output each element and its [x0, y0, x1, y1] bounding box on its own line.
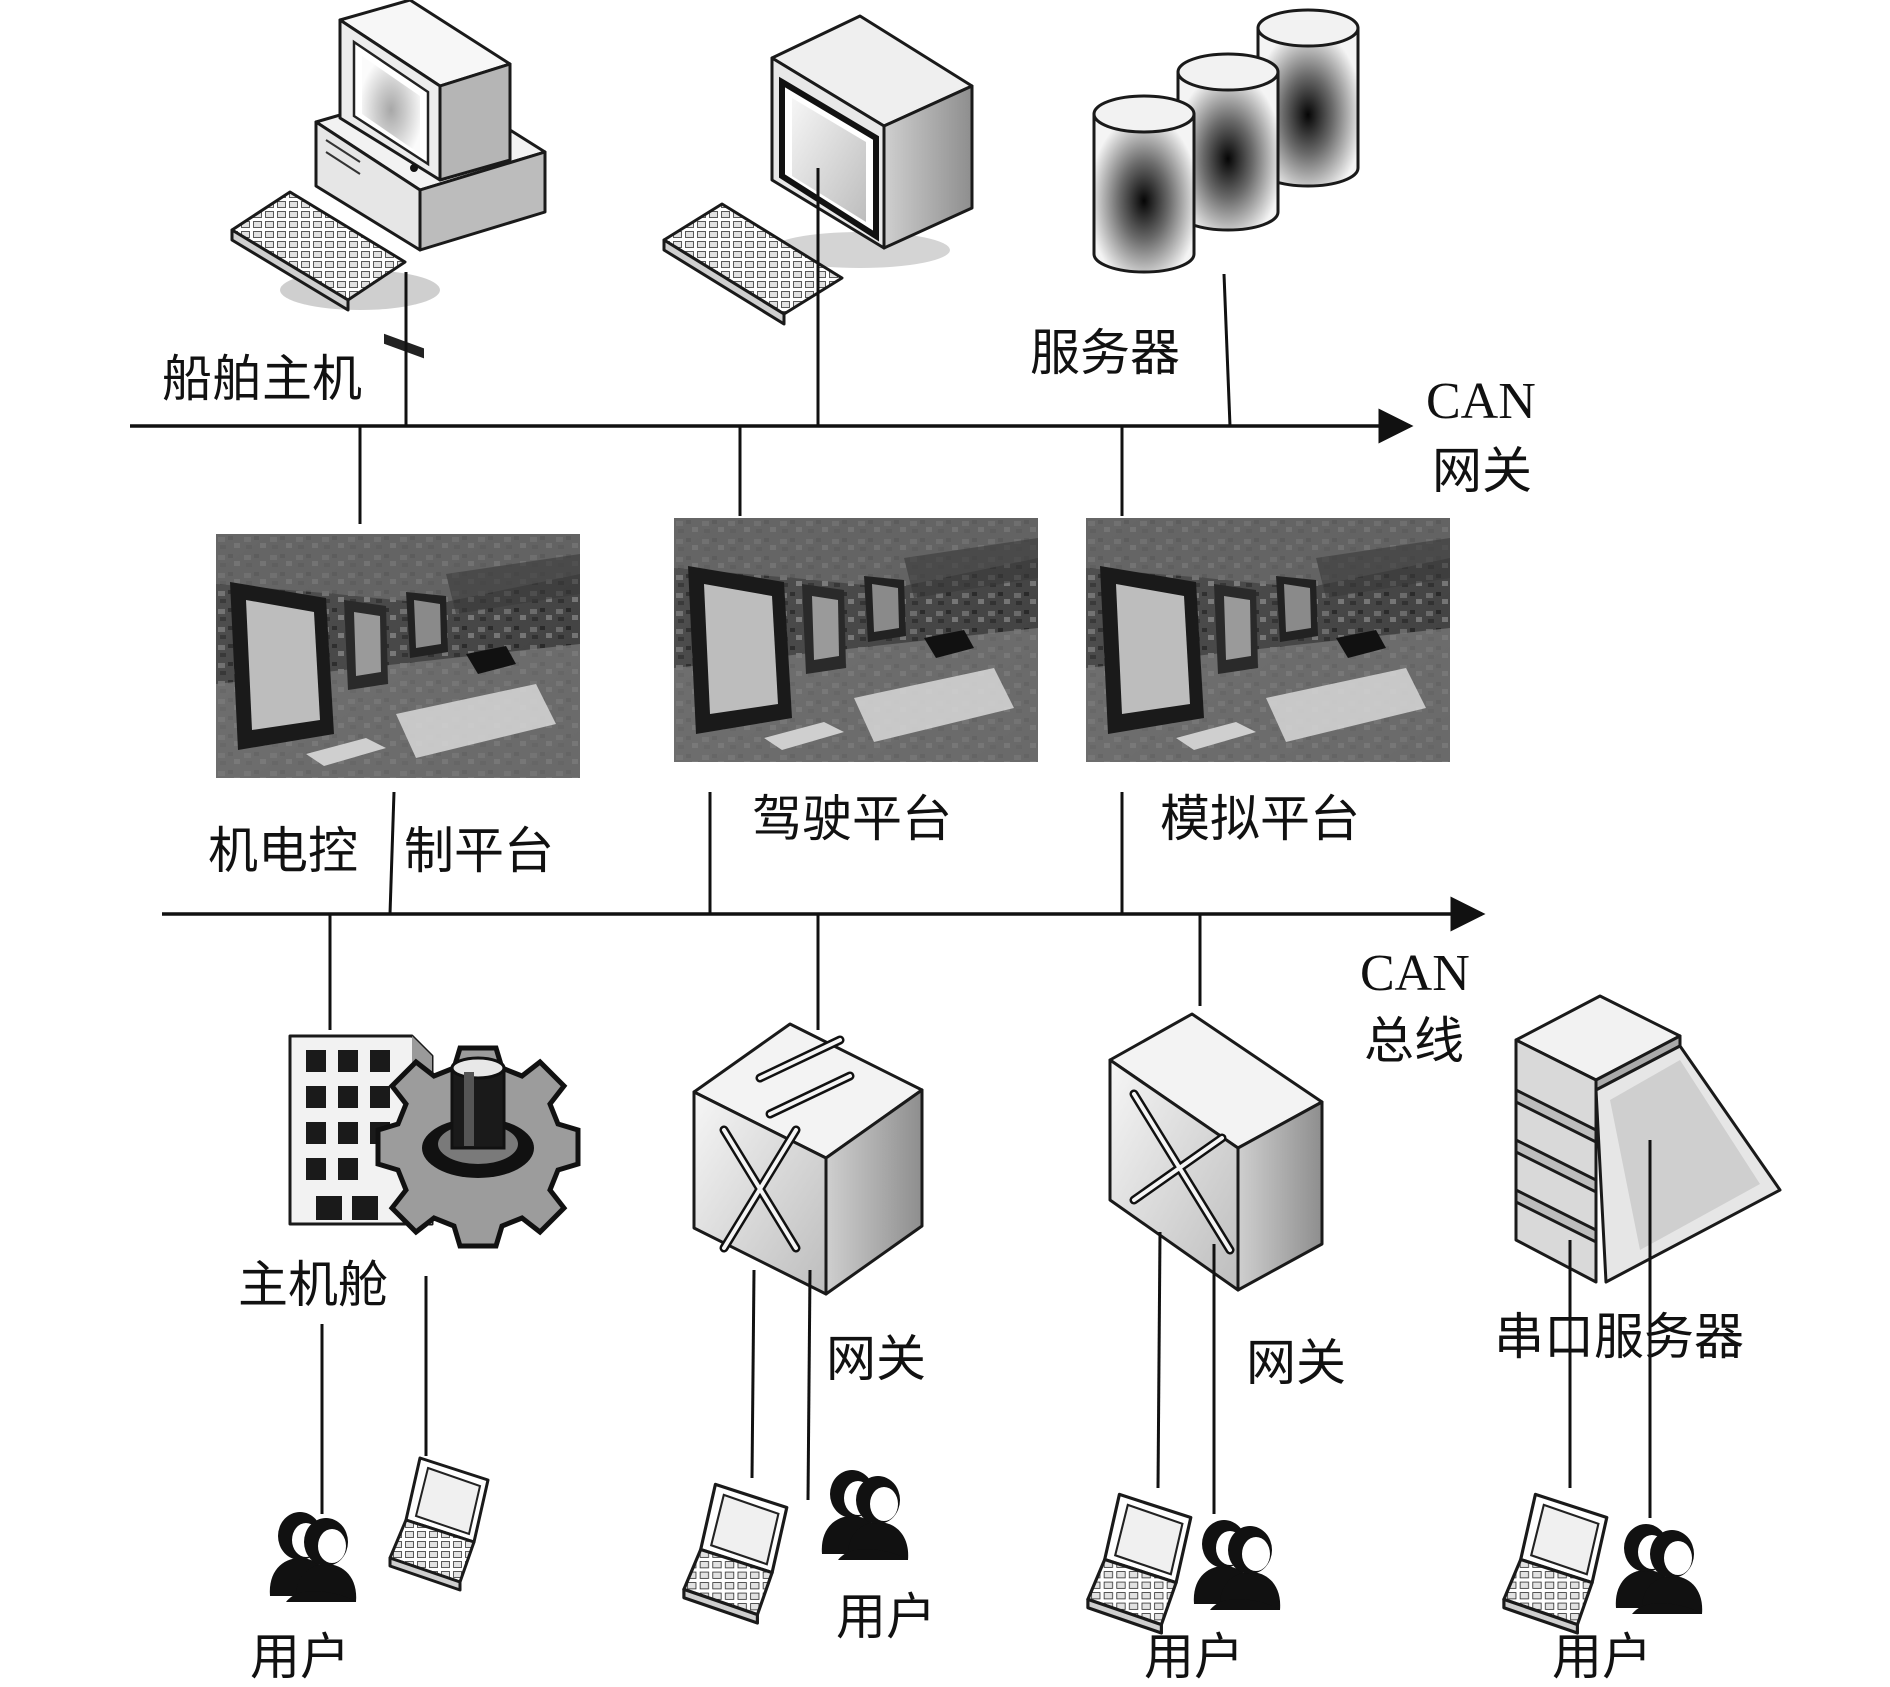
user-pair-icon	[1193, 1520, 1281, 1610]
user-1-label: 用户	[250, 1628, 350, 1686]
user-2-label: 用户	[836, 1588, 936, 1646]
laptop-icon	[1502, 1492, 1609, 1635]
gateway-2-label: 网关	[1246, 1334, 1346, 1392]
control-room-photo-electromechanical	[216, 534, 580, 778]
building-gear-icon	[288, 1034, 581, 1249]
user-4-label: 用户	[1552, 1628, 1652, 1686]
gateway-1-label: 网关	[826, 1330, 926, 1388]
engine-room-label: 主机舱	[238, 1256, 388, 1314]
network-switch-icon	[692, 1022, 924, 1296]
can-gateway-word-label: 网关	[1432, 442, 1532, 500]
user-pair-icon	[821, 1470, 909, 1560]
control-room-photo-simulation	[1086, 518, 1450, 762]
top-wires	[358, 168, 1232, 524]
user-pair-icon	[269, 1512, 357, 1602]
laptop-icon	[388, 1456, 490, 1592]
monitor-workstation-icon	[662, 14, 974, 326]
laptop-icon	[1086, 1492, 1193, 1635]
database-cylinders-icon	[1092, 8, 1360, 274]
driving-platform-label: 驾驶平台	[752, 790, 952, 848]
middle-wires	[328, 791, 1202, 1030]
user-wires	[320, 1140, 1652, 1518]
electromechanical-platform-label-a: 机电控	[208, 822, 358, 880]
laptop-icon	[682, 1482, 789, 1625]
electromechanical-platform-label-b: 制平台	[404, 822, 554, 880]
serial-server-icon	[1514, 994, 1782, 1284]
user-3-label: 用户	[1144, 1628, 1244, 1686]
desktop-computer-icon	[230, 0, 547, 359]
ship-host-label: 船舶主机	[162, 350, 362, 408]
server-label: 服务器	[1030, 324, 1180, 382]
simulation-platform-label: 模拟平台	[1160, 790, 1360, 848]
can-bus-can-label: CAN	[1360, 945, 1470, 1002]
user-pair-icon	[1615, 1524, 1703, 1614]
can-bus-word-label: 总线	[1364, 1012, 1464, 1070]
control-room-photo-driving	[674, 518, 1038, 762]
serial-server-label: 串口服务器	[1494, 1308, 1744, 1366]
can-gateway-can-label: CAN	[1426, 373, 1536, 430]
network-switch-icon-2	[1108, 1012, 1324, 1292]
